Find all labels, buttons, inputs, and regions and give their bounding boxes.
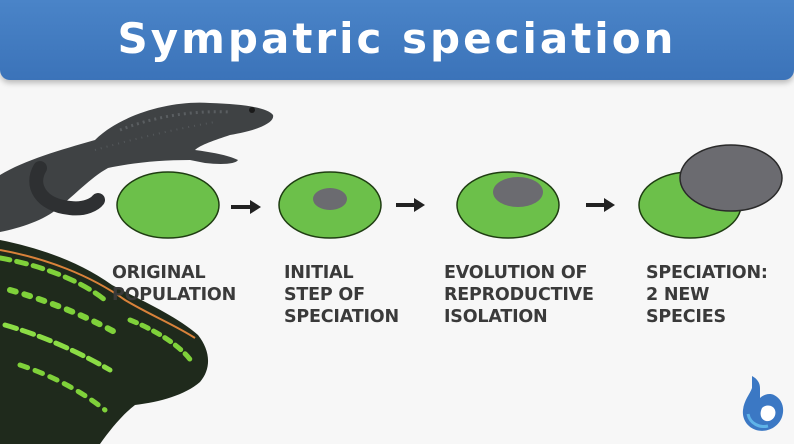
stage-label-initial: INITIAL STEP OF SPECIATION	[284, 263, 399, 327]
arrow-icon	[586, 198, 615, 212]
isolation-subgroup-ellipse	[493, 177, 543, 207]
title-banner: Sympatric speciation	[0, 0, 794, 80]
stage-label-evolution: EVOLUTION OF REPRODUCTIVE ISOLATION	[444, 263, 594, 327]
stage-label-original: ORIGINAL POPULATION	[112, 263, 237, 305]
arrow-icon	[231, 200, 261, 214]
arrow-icon	[396, 198, 425, 212]
species-two-ellipse	[679, 144, 783, 212]
marbled-newt-image	[0, 240, 209, 444]
stage-label-speciation: SPECIATION: 2 NEW SPECIES	[646, 263, 768, 327]
crested-newt-image	[0, 102, 274, 232]
initial-subgroup-ellipse	[313, 188, 347, 210]
original-population-ellipse	[116, 171, 220, 239]
biology-dictionary-logo[interactable]	[738, 374, 786, 436]
page-title: Sympatric speciation	[117, 14, 677, 63]
